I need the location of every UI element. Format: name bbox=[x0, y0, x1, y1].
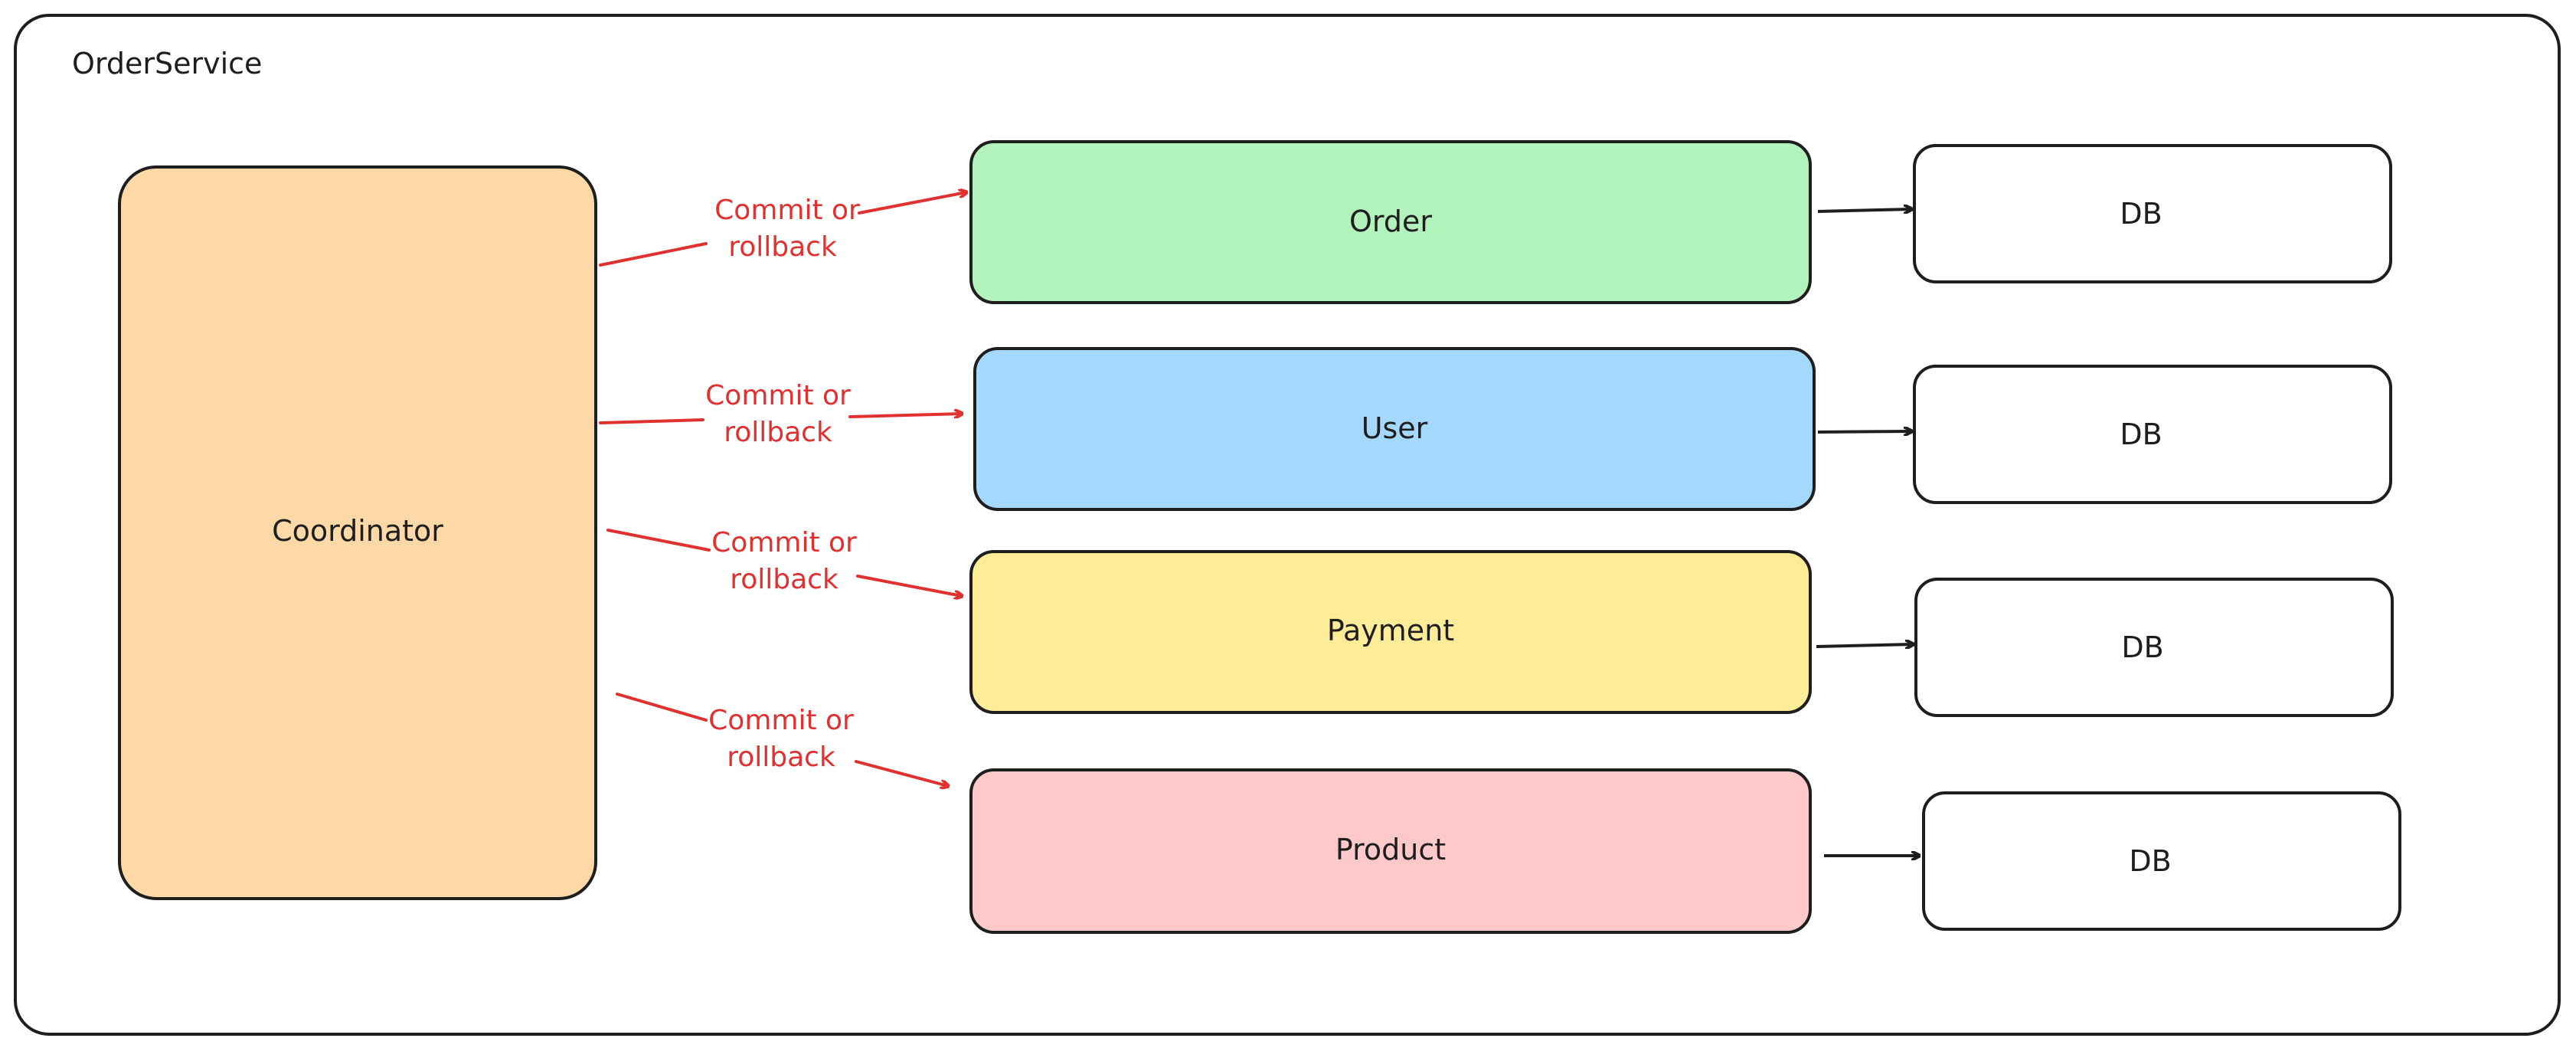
coordinator-node: Coordinator bbox=[118, 165, 597, 900]
payment-label: Payment bbox=[1327, 614, 1454, 647]
product-db-label: DB bbox=[2129, 844, 2171, 878]
user-db-box bbox=[1913, 365, 2392, 504]
product-db-node: DB bbox=[1922, 791, 2401, 931]
edge-user-label-line1: Commit or bbox=[705, 380, 851, 411]
edge-order-arrow bbox=[858, 192, 966, 215]
order-db-box bbox=[1913, 144, 2392, 283]
user-node: User bbox=[973, 347, 1816, 511]
order-db-label: DB bbox=[2120, 197, 2162, 231]
edge-payment-label-line2: rollback bbox=[730, 564, 839, 595]
edge-order: Commit or rollback bbox=[599, 192, 966, 267]
product-db-box bbox=[1922, 791, 2401, 931]
container-title: OrderService bbox=[72, 47, 262, 80]
edge-payment-arrow bbox=[856, 575, 962, 596]
edge-payment-line-start bbox=[606, 529, 711, 552]
coordinator-label: Coordinator bbox=[272, 514, 443, 548]
edge-payment-label-line1: Commit or bbox=[711, 527, 857, 558]
payment-db-node: DB bbox=[1914, 578, 2394, 717]
user-db-label: DB bbox=[2120, 418, 2162, 451]
payment-db-label: DB bbox=[2121, 630, 2163, 664]
order-node: Order bbox=[969, 140, 1812, 304]
payment-box bbox=[969, 550, 1812, 714]
product-label: Product bbox=[1335, 833, 1446, 866]
order-label: Order bbox=[1349, 205, 1432, 238]
order-to-db-arrow bbox=[1817, 209, 1911, 211]
payment-node: Payment bbox=[969, 550, 1812, 714]
user-to-db-arrow bbox=[1817, 431, 1911, 432]
edge-product-label-line2: rollback bbox=[727, 742, 835, 773]
edge-product-label-line1: Commit or bbox=[708, 705, 854, 736]
payment-db-box bbox=[1914, 578, 2394, 717]
product-node: Product bbox=[969, 768, 1812, 934]
edge-payment: Commit or rollback bbox=[606, 527, 962, 596]
edge-user: Commit or rollback bbox=[599, 380, 962, 448]
product-box bbox=[969, 768, 1812, 934]
user-label: User bbox=[1362, 411, 1428, 445]
edge-user-label-line2: rollback bbox=[724, 417, 832, 448]
edge-product-line-start bbox=[616, 693, 708, 722]
user-box bbox=[973, 347, 1816, 511]
edge-product: Commit or rollback bbox=[616, 693, 948, 786]
edge-product-arrow bbox=[855, 760, 948, 786]
edge-user-arrow bbox=[848, 414, 962, 417]
edge-user-line-start bbox=[599, 418, 704, 424]
edge-order-label-line2: rollback bbox=[728, 231, 837, 263]
payment-to-db-arrow bbox=[1816, 644, 1913, 647]
edge-order-label-line1: Commit or bbox=[714, 195, 860, 226]
coordinator-box bbox=[118, 165, 597, 900]
edge-order-line-start bbox=[599, 242, 708, 267]
order-box bbox=[969, 140, 1812, 304]
user-db-node: DB bbox=[1913, 365, 2392, 504]
order-db-node: DB bbox=[1913, 144, 2392, 283]
